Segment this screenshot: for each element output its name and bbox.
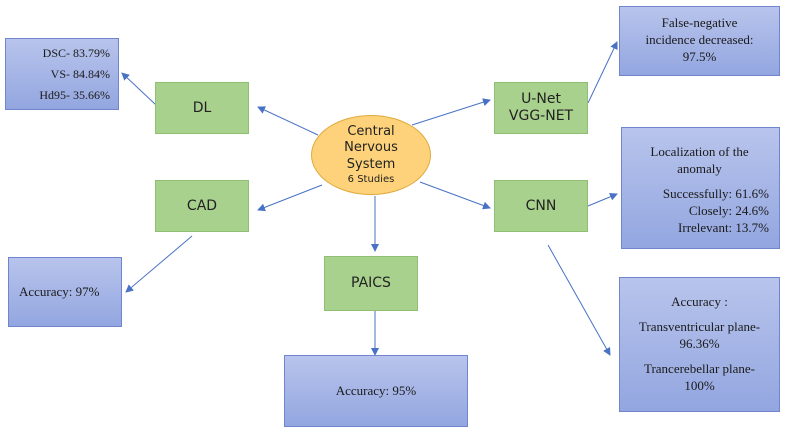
dl-hd95: Hd95- 35.66% [39, 88, 110, 102]
dl-node: DL [155, 82, 249, 134]
transventricular-label: Transventricular plane- [638, 318, 761, 334]
dl-results-box: DSC- 83.79% VS- 84.84% Hd95- 35.66% [5, 38, 119, 110]
center-line-2: Nervous [344, 140, 398, 156]
cnn-closely: Closely: 24.6% [688, 202, 769, 218]
trancerebellar-value: 100% [684, 377, 715, 393]
arrow-center-to-unet [411, 98, 491, 126]
arrow-dl-to-result [121, 72, 157, 106]
trancerebellar-label: Trancerebellar plane- [643, 360, 756, 376]
vggnet-label: VGG-NET [508, 108, 574, 124]
central-nervous-system-node: Central Nervous System 6 Studies [311, 115, 431, 195]
paics-accuracy: Accuracy: 95% [335, 382, 417, 398]
unet-result-line-3: 97.5% [682, 48, 717, 64]
paics-node: PAICS [324, 256, 418, 311]
dl-label: DL [192, 99, 212, 116]
cad-node: CAD [155, 180, 249, 232]
dl-vs: VS- 84.84% [50, 67, 110, 81]
cnn-successfully: Successfully: 61.6% [662, 185, 769, 201]
cnn-node: CNN [494, 180, 588, 232]
center-line-3: System [346, 156, 396, 172]
paics-label: PAICS [351, 275, 391, 292]
dl-dsc: DSC- 83.79% [42, 46, 110, 60]
cad-accuracy: Accuracy: 97% [19, 283, 100, 299]
cad-label: CAD [186, 197, 218, 214]
cad-results-box: Accuracy: 97% [8, 257, 122, 327]
arrow-center-to-dl [257, 106, 319, 136]
arrow-cnn-to-localization [587, 192, 618, 207]
cnn-accuracy-heading: Accuracy : [671, 294, 728, 309]
center-line-1: Central [347, 124, 395, 140]
arrow-cad-to-result [125, 235, 193, 293]
center-study-count: 6 Studies [347, 173, 395, 185]
arrow-cnn-to-accuracy [547, 244, 611, 356]
unet-vggnet-node: U-Net VGG-NET [494, 82, 588, 134]
cnn-heading-line-2: anomaly [677, 160, 722, 176]
cnn-heading-line-1: Localization of the [650, 144, 749, 159]
arrow-center-to-cad [257, 184, 323, 212]
unet-results-box: False-negative incidence decreased: 97.5… [619, 6, 780, 76]
cnn-label: CNN [525, 197, 557, 214]
unet-result-line-2: incidence decreased: [645, 31, 754, 47]
unet-result-line-1: False-negative [661, 15, 738, 30]
cnn-localization-box: Localization of the anomaly Successfully… [621, 127, 780, 249]
cnn-irrelevant: Irrelevant: 13.7% [678, 219, 769, 235]
unet-label: U-Net [521, 91, 561, 108]
paics-results-box: Accuracy: 95% [284, 355, 468, 427]
arrow-unet-to-result [587, 41, 618, 104]
arrow-center-to-cnn [419, 181, 491, 210]
transventricular-value: 96.36% [679, 335, 720, 351]
cnn-accuracy-box: Accuracy : Transventricular plane- 96.36… [619, 277, 780, 412]
